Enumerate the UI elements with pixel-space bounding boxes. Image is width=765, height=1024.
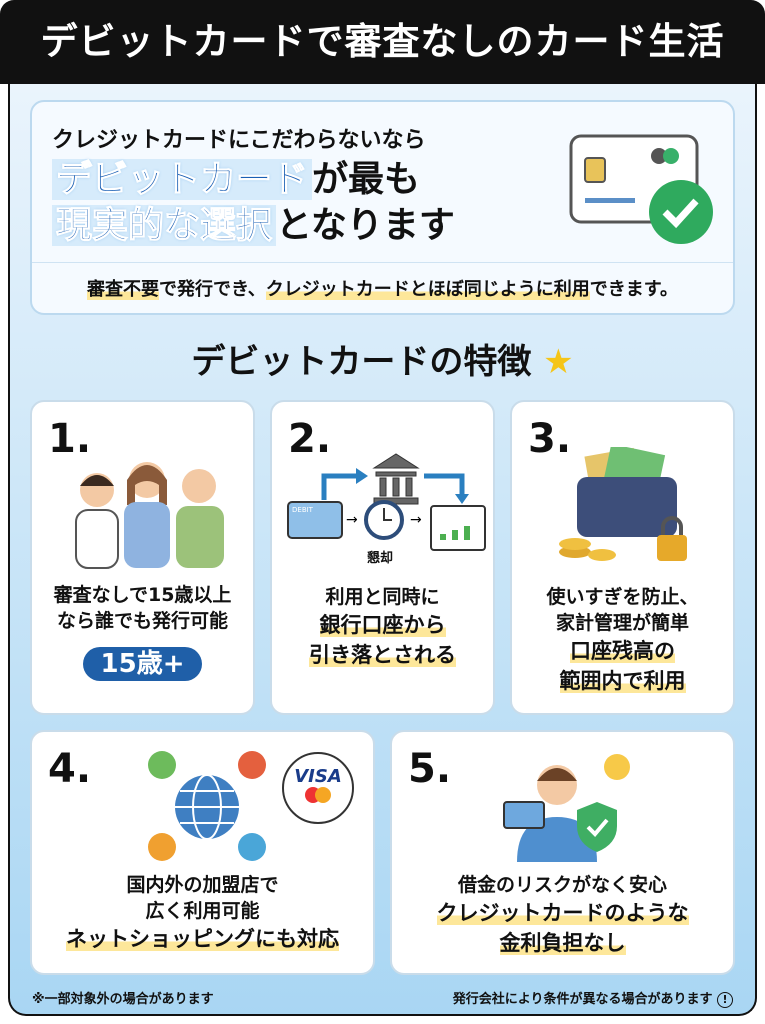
- feature-card-4: 4. VISA 国内外の加盟店で広く利用可能ネットショッピングにも対応: [30, 730, 375, 975]
- family-icon: [75, 462, 224, 569]
- svg-text:→: →: [410, 512, 422, 528]
- line: 口座残高の: [570, 639, 675, 663]
- line: 家計管理が簡単: [555, 612, 689, 634]
- feature-text: 国内外の加盟店で広く利用可能ネットショッピングにも対応: [32, 872, 373, 954]
- intro-subtext: 審査不要で発行でき、クレジットカードとほぼ同じように利用できます。: [32, 262, 733, 301]
- line: 広く利用可能: [145, 900, 260, 922]
- global-shopping-icon: [148, 751, 266, 861]
- line: 金利負担なし: [499, 931, 626, 955]
- age-badge: 15歳+: [82, 647, 203, 681]
- text: で発行でき、: [159, 279, 266, 300]
- feature-text: 借金のリスクがなく安心クレジットカードのような金利負担なし: [392, 872, 733, 958]
- intro-text: が最も: [312, 159, 421, 200]
- feature-text: 使いすぎを防止、家計管理が簡単口座残高の範囲内で利用: [512, 584, 733, 696]
- wallet-lock-icon: [559, 447, 687, 561]
- intro-text: となります: [276, 205, 455, 246]
- svg-text:→: →: [346, 512, 358, 528]
- intro-line1: クレジットカードにこだわらないなら: [52, 128, 426, 153]
- star-icon: ★: [543, 342, 574, 382]
- clock-label: 懇却: [367, 551, 394, 566]
- intro-box: クレジットカードにこだわらないなら デビットカードが最も 現実的な選択となります…: [30, 100, 735, 315]
- page-title: デビットカードで審査なしのカード生活: [0, 0, 765, 84]
- footer-note-text: 発行会社により条件が異なる場合があります: [452, 992, 713, 1007]
- line: 国内外の加盟店で: [126, 874, 279, 896]
- line: 審査なしで15歳以上: [53, 584, 232, 606]
- footer-note-left: ※一部対象外の場合があります: [32, 992, 214, 1007]
- section-title: デビットカードの特徴 ★: [0, 334, 765, 383]
- marked-text: クレジットカードとほぼ同じように利用: [265, 279, 590, 300]
- line: なら誰でも発行可能: [56, 610, 228, 632]
- line: 銀行口座から: [319, 613, 446, 637]
- visa-logo: VISA: [294, 766, 342, 787]
- line: 範囲内で利用: [559, 669, 686, 693]
- line: 使いすぎを防止、: [546, 586, 699, 608]
- payment-brand-bubble: VISA: [282, 752, 354, 824]
- feature-number: 1.: [48, 416, 92, 462]
- line: 利用と同時に: [325, 586, 440, 608]
- line: 引き落とされる: [309, 643, 456, 667]
- secure-person-icon: [503, 754, 630, 862]
- feature-text: 審査なしで15歳以上なら誰でも発行可能: [32, 582, 253, 634]
- feature-card-5: 5. 借金のリスクがなく安心クレジットカードのような金利負担なし: [390, 730, 735, 975]
- line: クレジットカードのような: [436, 901, 689, 925]
- text: できます。: [589, 279, 678, 300]
- line: ネットショッピングにも対応: [66, 927, 339, 951]
- debit-label: DEBIT: [292, 506, 314, 514]
- feature-number: 3.: [528, 416, 572, 462]
- card-check-icon: [569, 134, 713, 244]
- feature-number: 4.: [48, 746, 92, 792]
- section-title-text: デビットカードの特徴: [191, 342, 532, 382]
- footer-note-right: 発行会社により条件が異なる場合があります !: [453, 988, 733, 1008]
- feature-card-2: 2. DEBIT → → 懇却 利用と同時に銀行口座から引き落とされる: [270, 400, 495, 715]
- feature-text: 利用と同時に銀行口座から引き落とされる: [272, 584, 493, 670]
- intro-headline: デビットカードが最も 現実的な選択となります: [52, 157, 455, 249]
- marked-text: 審査不要: [87, 279, 160, 300]
- feature-card-3: 3. 使いすぎを防止、家計管理が簡単口座残高の範囲内で利用: [510, 400, 735, 715]
- feature-number: 2.: [288, 416, 332, 462]
- feature-number: 5.: [408, 746, 452, 792]
- bank-flow-icon: DEBIT → →: [287, 453, 486, 551]
- exclamation-circle-icon: !: [717, 992, 733, 1008]
- highlight-choice: 現実的な選択: [52, 205, 277, 247]
- feature-card-1: 1. 審査なしで15歳以上なら誰でも発行可能 15歳+: [30, 400, 255, 715]
- highlight-debit: デビットカード: [52, 159, 313, 201]
- line: 借金のリスクがなく安心: [457, 874, 667, 896]
